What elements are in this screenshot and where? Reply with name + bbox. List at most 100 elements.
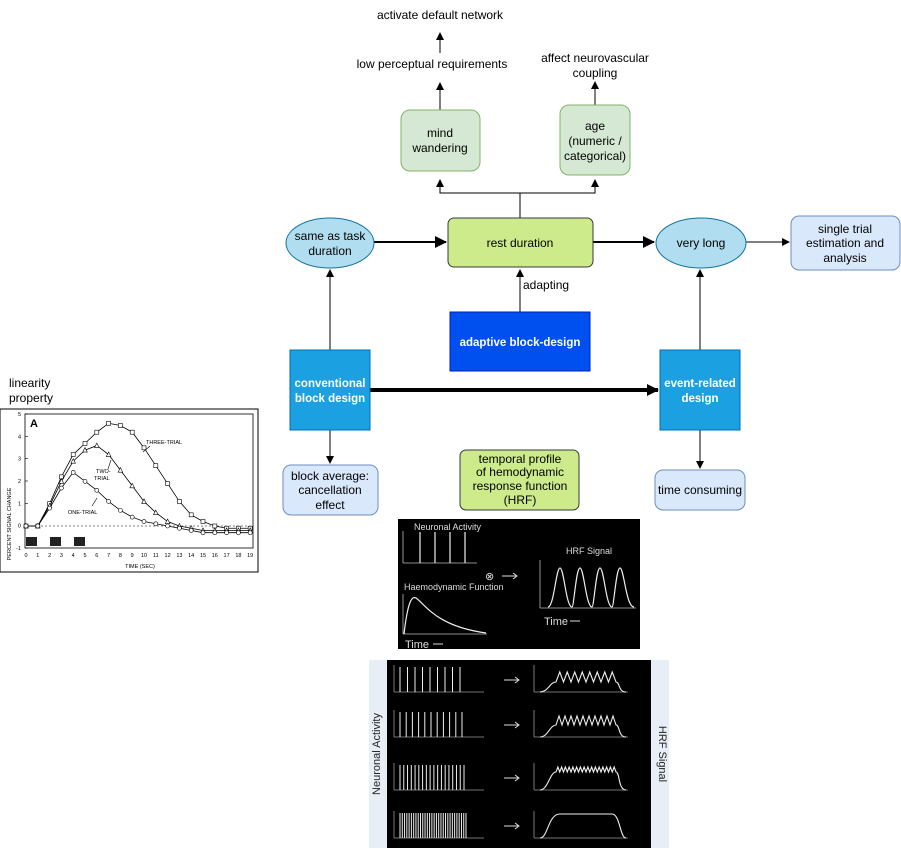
- very-long-label: very long: [677, 236, 726, 250]
- two-trial-point: [164, 518, 171, 524]
- block-label-2: cancellation: [298, 483, 361, 497]
- plot-xtick: 13: [176, 553, 182, 559]
- node-event-related-design[interactable]: event-related design: [659, 349, 741, 431]
- time-consuming-label: time consuming: [658, 483, 742, 497]
- plot-ytick: 0: [18, 524, 21, 530]
- one-trial-point: [212, 530, 218, 536]
- three-trial-point: [188, 512, 194, 518]
- plot-xtick: 18: [235, 553, 241, 559]
- plot-xtick: 1: [36, 553, 39, 559]
- plot-ytick: 5: [18, 412, 21, 418]
- one-trial-point: [94, 487, 100, 493]
- age-label-2: (numeric /: [568, 134, 622, 148]
- single-label-3: analysis: [823, 251, 866, 265]
- node-adaptive-block-design[interactable]: adaptive block-design: [449, 311, 591, 372]
- edges: [326, 32, 790, 469]
- three-trial-point: [200, 519, 206, 524]
- node-conventional-block-design[interactable]: conventional block design: [289, 349, 371, 431]
- plot-xtick: 2: [48, 553, 51, 559]
- plot-xtick: 0: [24, 553, 27, 559]
- conv-label-2: block design: [295, 393, 365, 405]
- one-trial-point: [118, 508, 123, 513]
- neuronal-activity-vertical-label: Neuronal Activity: [371, 713, 383, 795]
- single-label-1: single trial: [818, 222, 872, 236]
- three-trial-point: [177, 499, 182, 504]
- mind-wandering-label-2: wandering: [411, 141, 467, 155]
- node-mind-wandering[interactable]: mind wandering: [400, 109, 481, 172]
- two-trial-point: [129, 482, 135, 489]
- one-trial-label: ONE-TRIAL: [68, 510, 97, 516]
- one-trial-point: [70, 470, 76, 475]
- hrf-response-curve: [539, 670, 627, 693]
- plot-curves: [23, 420, 253, 536]
- hrf-signal-curve: [547, 567, 635, 608]
- adaptive-label: adaptive block-design: [460, 337, 581, 349]
- plot-stimulus-blocks: [26, 537, 85, 546]
- single-label-2: estimation and: [806, 236, 884, 250]
- plot-xtick: 4: [72, 553, 75, 559]
- same-label-1: same as task: [295, 229, 367, 243]
- two-trial-label-1: TWO-: [96, 469, 111, 475]
- hrf-response-curve: [539, 714, 627, 738]
- one-trial-point: [224, 530, 229, 536]
- event-label-2: design: [681, 393, 718, 405]
- plot-xtick: 19: [247, 553, 253, 559]
- node-block-average[interactable]: block average: cancellation effect: [282, 464, 379, 516]
- one-trial-point: [236, 530, 241, 536]
- hrf-saturation-panel: Neuronal Activity HRF Signal: [369, 660, 669, 848]
- low-perceptual-label: low perceptual requirements: [357, 57, 508, 71]
- two-trial-point: [70, 458, 76, 464]
- hrf-convolution-panel: Neuronal Activity Haemodynamic Function …: [398, 519, 640, 651]
- node-rest-duration[interactable]: rest duration: [447, 217, 594, 268]
- node-same-as-task-duration[interactable]: same as task duration: [285, 217, 375, 269]
- node-very-long[interactable]: very long: [655, 217, 747, 269]
- plot-xtick: 3: [60, 553, 63, 559]
- node-age[interactable]: age (numeric / categorical): [559, 104, 631, 176]
- affect-coupling-label-1: affect neurovascular: [541, 51, 649, 65]
- one-trial-point: [23, 523, 29, 529]
- one-trial-point: [247, 530, 253, 536]
- convolution-symbol: ⊗: [485, 571, 494, 583]
- three-trial-point: [153, 463, 159, 469]
- two-trial-point: [58, 478, 65, 484]
- temporal-label-1: temporal profile: [479, 452, 562, 466]
- plot-xtick: 14: [188, 553, 194, 559]
- temporal-label-3: response function: [473, 479, 568, 493]
- linearity-label-1: linearity: [9, 376, 50, 390]
- two-trial-point: [82, 446, 88, 453]
- temporal-label-2: of hemodynamic: [476, 465, 564, 479]
- plot-xtick: 9: [131, 553, 134, 559]
- haemodynamic-label: Haemodynamic Function: [404, 582, 504, 592]
- linearity-label-2: property: [9, 391, 53, 405]
- plot-xtick: 8: [119, 553, 122, 559]
- conv-label-1: conventional: [295, 378, 366, 390]
- neuronal-spikes: [419, 532, 466, 563]
- three-trial-point: [106, 420, 111, 426]
- one-trial-point: [141, 519, 147, 524]
- age-label-3: categorical): [564, 149, 626, 163]
- mind-wandering-label-1: mind: [427, 126, 453, 140]
- node-time-consuming[interactable]: time consuming: [654, 469, 746, 511]
- time-label-b: Time: [544, 616, 568, 628]
- rest-duration-label: rest duration: [487, 236, 554, 250]
- one-trial-point: [59, 485, 64, 491]
- haemodynamic-curve: [403, 597, 487, 635]
- hrf-signal-label: HRF Signal: [566, 546, 612, 556]
- plot-xtick: 15: [200, 553, 206, 559]
- plot-xtick: 16: [212, 553, 218, 559]
- edge-rest-to-mind: [436, 179, 521, 218]
- two-trial-point: [117, 467, 124, 473]
- three-trial-point: [129, 429, 135, 435]
- node-single-trial[interactable]: single trial estimation and analysis: [790, 215, 901, 271]
- two-trial-point: [153, 509, 159, 515]
- node-temporal-profile[interactable]: temporal profile of hemodynamic response…: [459, 449, 580, 511]
- two-trial-label-2: TRIAL: [94, 476, 110, 482]
- one-trial-point: [165, 523, 170, 529]
- three-trial-point: [118, 423, 123, 428]
- plot-ytick: -1: [16, 546, 21, 552]
- plot-xtick: 11: [153, 553, 159, 559]
- one-trial-point: [188, 528, 194, 533]
